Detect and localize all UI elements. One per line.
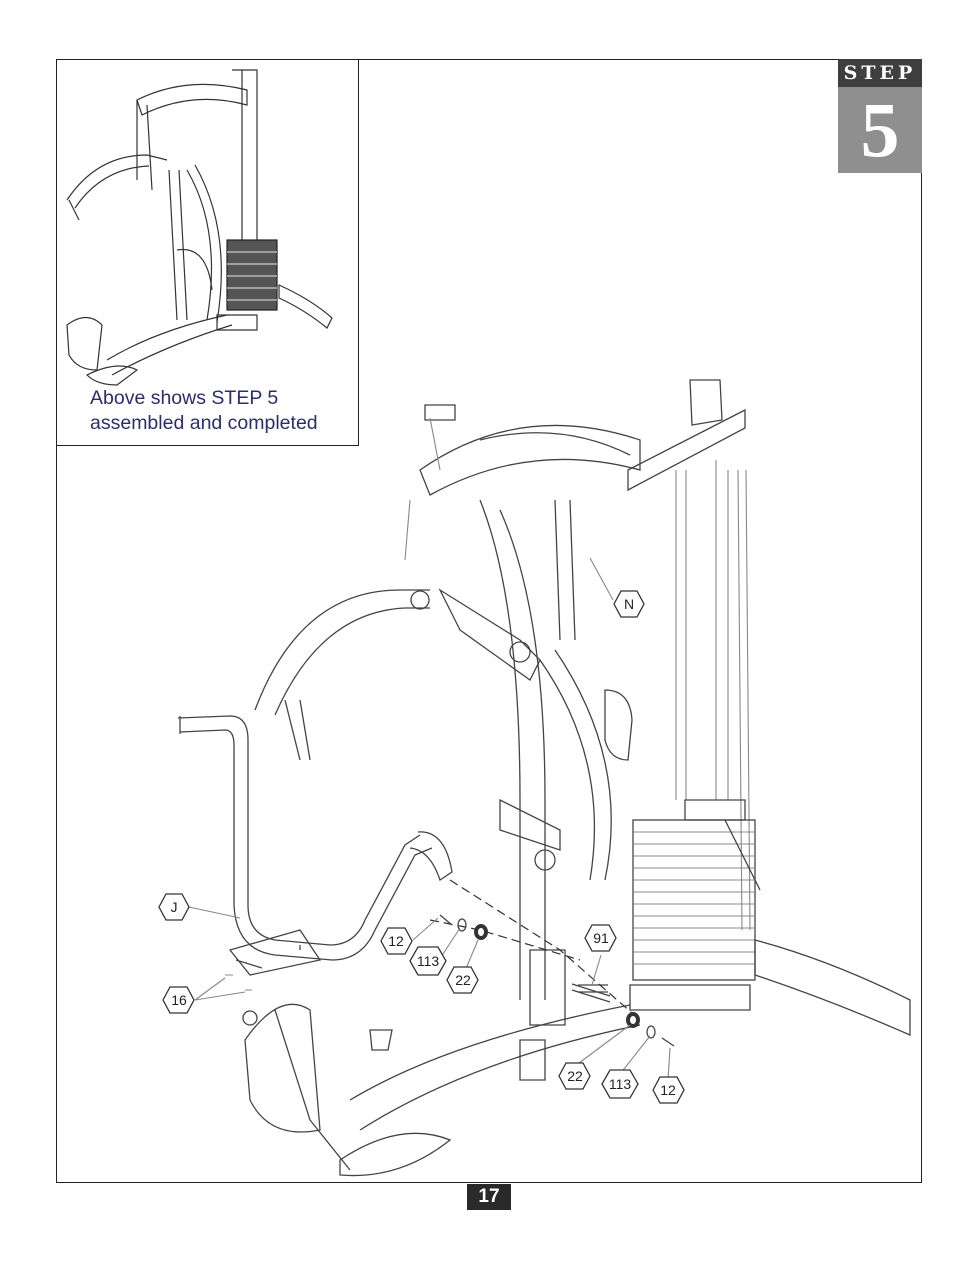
assembled-preview-drawing [66,69,333,386]
svg-text:12: 12 [660,1082,676,1098]
page-frame [56,59,922,1183]
step-label: STEP [838,59,922,87]
svg-text:22: 22 [567,1068,583,1084]
callout-12-right: 12 [652,1076,685,1104]
part-j-leg-attachment [177,715,453,976]
page-number: 17 [467,1184,511,1210]
inset-caption-line2: assembled and completed [90,412,318,434]
gym-frame-drawing [242,379,911,1177]
callout-113-left: 113 [409,946,447,976]
svg-text:N: N [624,596,634,612]
svg-text:16: 16 [171,992,187,1008]
callout-22-left: 22 [446,966,479,994]
callout-22-right: 22 [558,1062,591,1090]
svg-text:91: 91 [593,930,609,946]
inset-caption-line1: Above shows STEP 5 [90,387,279,409]
svg-text:J: J [171,899,178,915]
step-badge: STEP 5 [838,59,922,173]
assembled-preview-inset [56,59,359,446]
callout-12-left: 12 [380,927,413,955]
callout-j: J [158,893,190,921]
inset-caption: Above shows STEP 5 assembled and complet… [90,386,355,436]
svg-text:12: 12 [388,933,404,949]
step-number: 5 [838,87,922,173]
callout-16: 16 [162,986,195,1014]
callout-n: N [613,590,645,618]
svg-text:113: 113 [417,953,440,969]
svg-text:113: 113 [609,1076,632,1092]
callout-113-right: 113 [601,1069,639,1099]
svg-text:22: 22 [455,972,471,988]
callout-91: 91 [584,924,617,952]
